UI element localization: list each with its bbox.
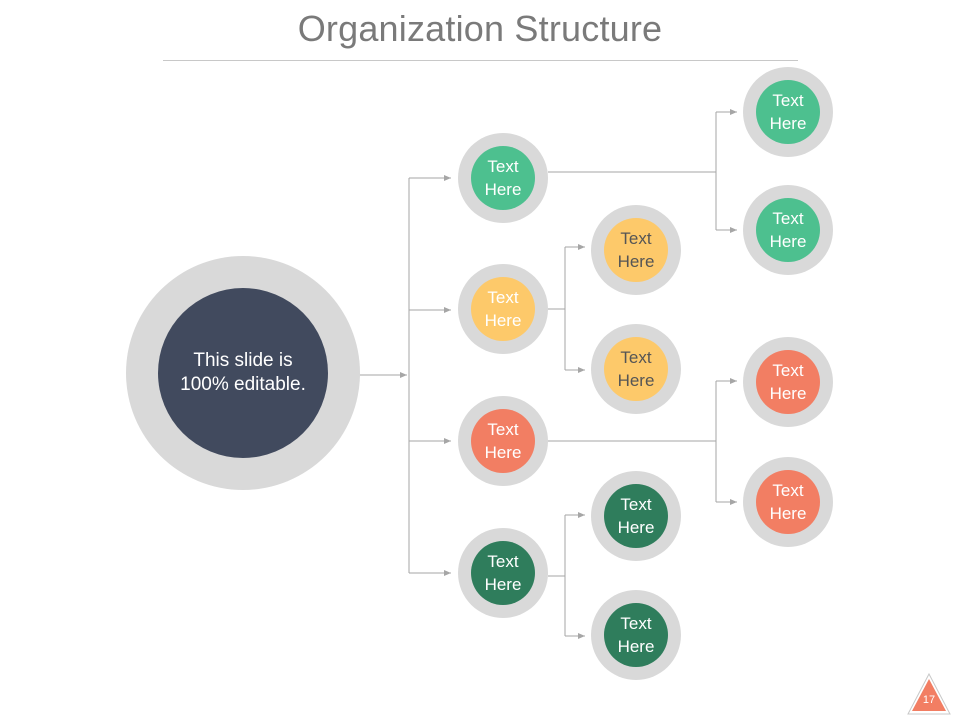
root-node-label: This slide is 100% editable. [158,288,328,458]
slide-title: Organization Structure [297,8,663,49]
level1-node-2-label: Text Here [471,277,535,341]
level2-node-5-label: Text Here [756,350,820,414]
level1-node-3-label: Text Here [471,409,535,473]
level2-node-6: Text Here [743,457,833,547]
level1-node-4: Text Here [458,528,548,618]
title-divider [163,60,798,61]
level2-node-8: Text Here [591,590,681,680]
level1-node-3: Text Here [458,396,548,486]
level2-node-2: Text Here [743,185,833,275]
level1-node-1-label: Text Here [471,146,535,210]
page-number-badge: 17 [906,672,952,716]
level2-node-5: Text Here [743,337,833,427]
level2-node-3: Text Here [591,205,681,295]
level2-node-8-label: Text Here [604,603,668,667]
level2-node-4-label: Text Here [604,337,668,401]
level2-node-3-label: Text Here [604,218,668,282]
root-node: This slide is 100% editable. [126,256,360,490]
level2-node-7: Text Here [591,471,681,561]
level2-node-1: Text Here [743,67,833,157]
level2-node-1-label: Text Here [756,80,820,144]
level1-node-2: Text Here [458,264,548,354]
level2-node-6-label: Text Here [756,470,820,534]
level2-node-4: Text Here [591,324,681,414]
triangle-badge-icon [907,672,951,715]
level1-node-4-label: Text Here [471,541,535,605]
page-number: 17 [922,694,936,706]
level2-node-2-label: Text Here [756,198,820,262]
level1-node-1: Text Here [458,133,548,223]
level2-node-7-label: Text Here [604,484,668,548]
